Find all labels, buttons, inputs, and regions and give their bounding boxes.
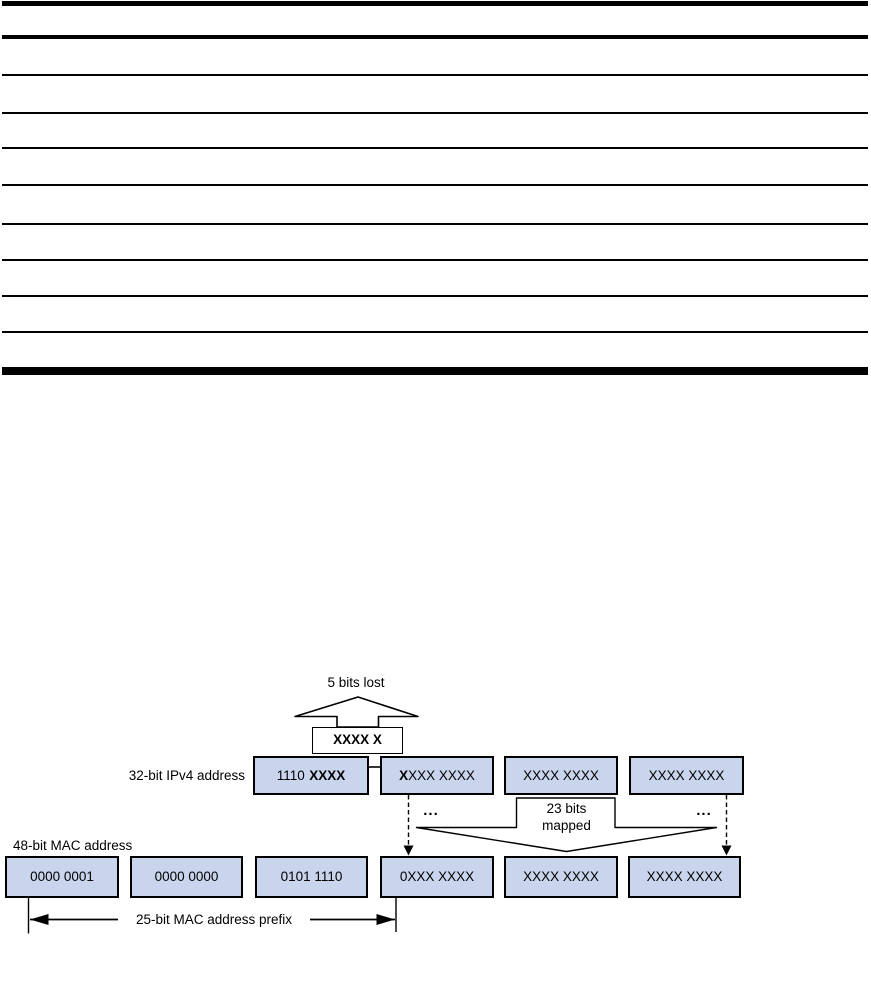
table-rule	[2, 259, 868, 261]
mac-octet-box-2: 0000 0000	[130, 856, 243, 898]
ellipsis-right: ...	[696, 802, 712, 819]
ipv4-octet1-bold: XXXX	[309, 768, 346, 783]
table-rule	[2, 184, 868, 186]
mapped-callout-label: 23 bits mapped	[505, 801, 628, 834]
table-rule	[2, 74, 868, 76]
bits-lost-arrow-icon	[294, 696, 419, 728]
bits-lost-label: 5 bits lost	[327, 675, 385, 690]
table-rule-bottom	[2, 367, 868, 375]
table-rule	[2, 112, 868, 114]
mac-octet-box-5: XXXX XXXX	[504, 856, 618, 898]
ipv4-octet-box-4: XXXX XXXX	[629, 756, 744, 795]
table-rule	[2, 147, 868, 149]
prefix-arrowhead-right-icon	[376, 914, 395, 925]
table-rule-header	[2, 35, 868, 39]
dashed-arrowhead-left-icon	[403, 845, 414, 856]
mac-octet-box-1: 0000 0001	[5, 856, 119, 898]
ipv4-octet-box-3: XXXX XXXX	[504, 756, 618, 795]
ipv4-octet2-bold: X	[399, 768, 409, 783]
ipv4-octet-box-1: 1110 XXXX	[253, 756, 369, 795]
mapped-callout-line1: 23 bits	[546, 801, 587, 816]
dashed-arrowhead-right-icon	[721, 845, 732, 856]
mac-octet-box-6: XXXX XXXX	[628, 856, 741, 898]
table-rule	[2, 331, 868, 333]
table-rule	[2, 223, 868, 225]
ipv4-octet-box-2: XXXX XXXX	[380, 756, 494, 795]
table-rule	[2, 295, 868, 297]
prefix-arrowhead-left-icon	[30, 914, 49, 925]
ipv4-octet2-normal: XXX XXXX	[408, 768, 475, 783]
ipv4-octet1-normal: 1110	[276, 768, 305, 783]
mac-row-label: 48-bit MAC address	[13, 838, 133, 853]
prefix-arrow-label: 25-bit MAC address prefix	[118, 912, 310, 927]
mac-octet-box-3: 0101 1110	[255, 856, 368, 898]
bits-lost-value-box: XXXX X	[312, 726, 403, 754]
mapped-callout-line2: mapped	[542, 817, 591, 833]
ellipsis-left: ...	[423, 802, 439, 819]
table-rule-top	[2, 1, 868, 6]
ipv4-row-label: 32-bit IPv4 address	[128, 768, 245, 783]
mac-octet-box-4: 0XXX XXXX	[380, 856, 494, 898]
